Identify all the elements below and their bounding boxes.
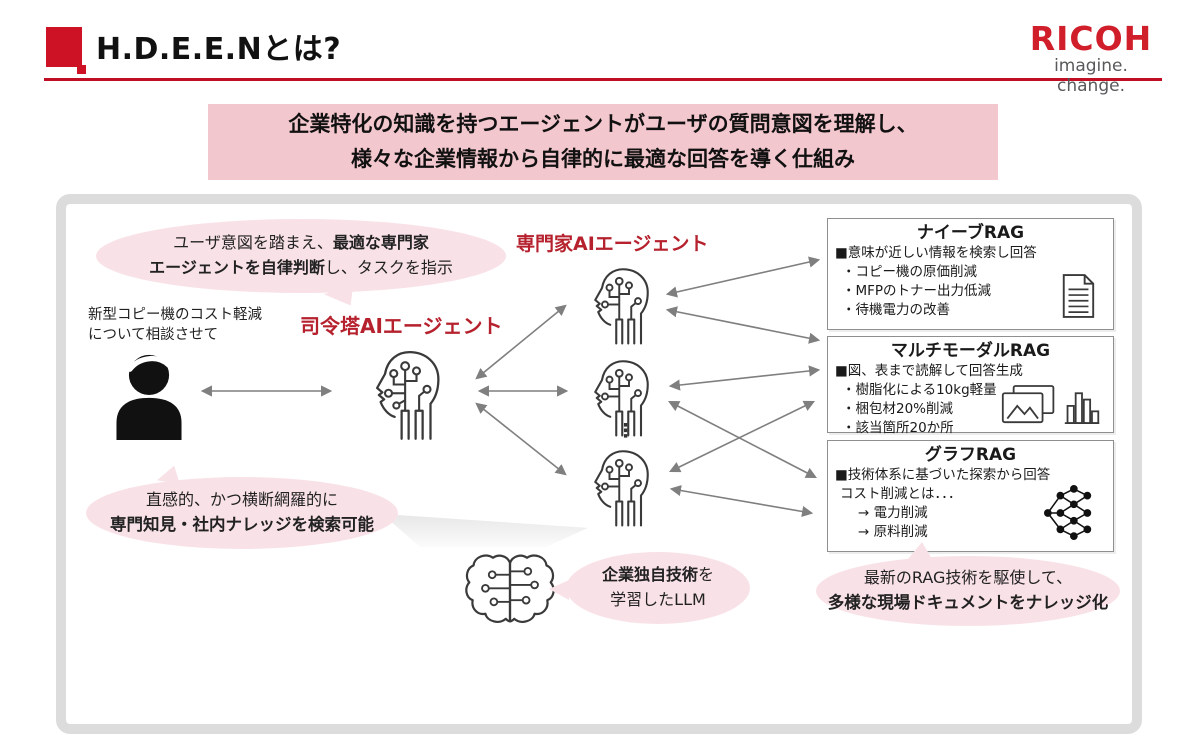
rag-box-naive: ナイーブRAG ■意味が近しい情報を検索し回答 ・コピー機の原価削減 ・MFPの…	[827, 218, 1114, 330]
user-query-line1: 新型コピー機のコスト軽減	[88, 307, 262, 323]
summary-banner: 企業特化の知識を持つエージェントがユーザの質問意図を理解し、 様々な企業情報から…	[208, 104, 998, 180]
specialist-agent-head-icon-3	[594, 450, 649, 527]
rag-box-line: コスト削減とは．．．	[840, 486, 962, 502]
rag-box-line: → 電力削減	[858, 505, 928, 521]
bar-chart-icon	[1064, 392, 1100, 425]
rag-bubble-line2: 多様な現場ドキュメントをナレッジ化	[827, 593, 1109, 612]
task-bubble-text-bold2: エージェントを自律判断	[149, 258, 325, 277]
search-capability-bubble: 直感的、かつ横断網羅的に 専門知見・社内ナレッジを検索可能	[86, 463, 398, 549]
banner-line1: 企業特化の知識を持つエージェントがユーザの質問意図を理解し、	[288, 112, 918, 136]
search-bubble-line1: 直感的、かつ横断網羅的に	[145, 490, 338, 509]
rag-box-line: ■意味が近しい情報を検索し回答	[835, 245, 1037, 261]
task-bubble-text-bold: 最適な専門家	[332, 233, 429, 252]
task-instruction-bubble: ユーザ意図を踏まえ、最適な専門家 エージェントを自律判断し、タスクを指示	[96, 219, 506, 313]
header-divider	[44, 78, 1162, 81]
rag-box-line: → 原料削減	[858, 524, 928, 540]
title-bullet-square	[46, 27, 86, 74]
commander-agent-label: 司令塔AIエージェント	[300, 314, 503, 338]
task-bubble-text2: し、タスクを指示	[324, 258, 453, 277]
llm-bubble-bold: 企業独自技術	[601, 565, 698, 584]
llm-brain-icon	[465, 554, 555, 623]
rag-box-line: ・コピー機の原価削減	[842, 264, 977, 280]
search-bubble-line2: 専門知見・社内ナレッジを検索可能	[110, 515, 374, 534]
more-agents-ellipsis: ⋮	[616, 420, 635, 442]
rag-box-line: ・樹脂化による10kg軽量	[842, 382, 997, 398]
ricoh-wordmark: RICOH	[1029, 19, 1153, 58]
rag-box-graph: グラフRAG ■技術体系に基づいた探索から回答 コスト削減とは．．． → 電力削…	[827, 440, 1114, 552]
specialist-agent-head-icon-2	[594, 360, 649, 437]
page-title: H.D.E.E.Nとは?	[96, 32, 342, 67]
rag-box-title: マルチモーダルRAG	[890, 341, 1051, 361]
llm-bubble: 企業独自技術を 学習したLLM	[549, 552, 750, 624]
ricoh-logo: RICOH imagine. change.	[1020, 19, 1162, 97]
rag-bubble-line1: 最新のRAG技術を駆使して、	[863, 568, 1073, 587]
user-person-icon	[116, 354, 182, 440]
rag-box-line: ・梱包材20%削減	[842, 401, 954, 417]
rag-technology-bubble: 最新のRAG技術を駆使して、 多様な現場ドキュメントをナレッジ化	[816, 542, 1120, 626]
ricoh-tagline: imagine. change.	[1054, 56, 1128, 96]
task-bubble-text: ユーザ意図を踏まえ、	[173, 233, 333, 252]
image-icon	[1001, 385, 1055, 424]
llm-bubble-normal: を	[698, 565, 715, 584]
specialist-agent-label: 専門家AIエージェント	[516, 233, 709, 255]
user-query-text: 新型コピー機のコスト軽減 について相談させて	[88, 305, 262, 345]
specialist-agent-head-icon-1	[594, 268, 649, 345]
rag-box-line: ・該当箇所20か所	[842, 420, 954, 436]
rag-box-line: ■図、表まで読解して回答生成	[835, 363, 1023, 379]
rag-box-title: グラフRAG	[924, 445, 1017, 465]
user-query-line2: について相談させて	[88, 327, 219, 343]
rag-box-multimodal: マルチモーダルRAG ■図、表まで読解して回答生成 ・樹脂化による10kg軽量 …	[827, 336, 1114, 436]
document-icon	[1062, 274, 1095, 318]
rag-box-title: ナイーブRAG	[916, 223, 1025, 243]
rag-box-line: ・待機電力の改善	[842, 302, 950, 318]
rag-box-line: ■技術体系に基づいた探索から回答	[835, 467, 1051, 483]
rag-box-line: ・MFPのトナー出力低減	[842, 283, 992, 299]
llm-bubble-line2: 学習したLLM	[610, 590, 706, 609]
banner-line2: 様々な企業情報から自律的に最適な回答を導く仕組み	[351, 147, 855, 171]
commander-agent-head-icon	[375, 350, 440, 440]
network-graph-icon	[1043, 485, 1092, 540]
connection-arrows	[200, 256, 821, 517]
